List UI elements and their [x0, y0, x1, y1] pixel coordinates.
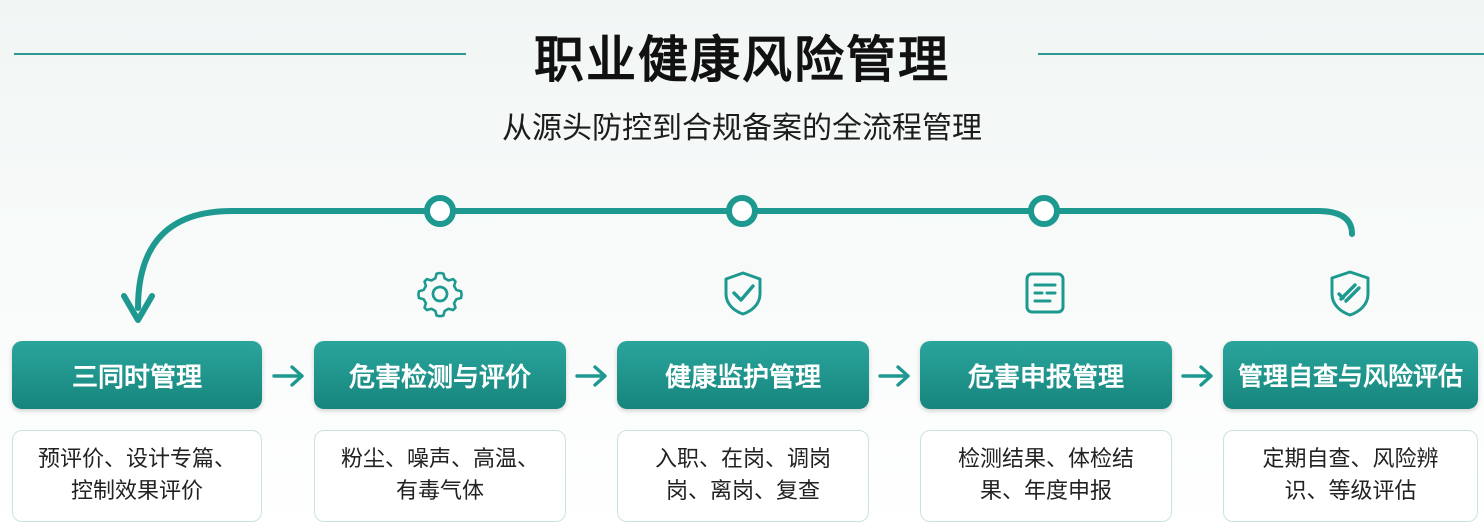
step-2-box: 危害检测与评价 — [314, 341, 566, 409]
step-2-description-text: 粉尘、噪声、高温、有毒气体 — [340, 447, 539, 504]
step-4-description-text: 检测结果、体检结果、年度申报 — [957, 447, 1134, 504]
step-1-box: 三同时管理 — [12, 341, 262, 409]
page-title: 职业健康风险管理 — [534, 31, 950, 89]
title-rule-left — [14, 53, 466, 55]
gear-icon — [417, 271, 463, 318]
step-3-description-text: 入职、在岗、调岗岗、离岗、复查 — [654, 447, 831, 504]
cycle-node-2 — [726, 195, 758, 227]
step-5-description: 定期自查、风险辨识、等级评估 — [1223, 430, 1478, 522]
step-1-description-text: 预评价、设计专篇、控制效果评价 — [37, 447, 236, 504]
step-4-description: 检测结果、体检结果、年度申报 — [920, 430, 1172, 522]
report-document-icon — [1025, 272, 1065, 314]
arrow-right-icon — [878, 365, 910, 387]
cycle-arrowhead — [121, 293, 155, 323]
step-1-description: 预评价、设计专篇、控制效果评价 — [12, 430, 262, 522]
step-5-description-text: 定期自查、风险辨识、等级评估 — [1262, 447, 1439, 504]
shield-check-icon — [724, 271, 762, 316]
arrow-right-icon — [1181, 365, 1213, 387]
arrow-right-icon — [272, 365, 304, 387]
title-rule-right — [1038, 53, 1484, 55]
cycle-node-1 — [424, 195, 456, 227]
cycle-node-3 — [1028, 195, 1060, 227]
step-4-box: 危害申报管理 — [920, 341, 1172, 409]
step-2-description: 粉尘、噪声、高温、有毒气体 — [314, 430, 566, 522]
arrow-right-icon — [575, 365, 607, 387]
shield-list-icon — [1330, 270, 1370, 317]
step-3-box: 健康监护管理 — [617, 341, 869, 409]
page-subtitle: 从源头防控到合规备案的全流程管理 — [502, 111, 982, 146]
step-3-description: 入职、在岗、调岗岗、离岗、复查 — [617, 430, 869, 522]
cycle-arc — [135, 208, 1355, 311]
step-5-box: 管理自查与风险评估 — [1223, 341, 1478, 409]
